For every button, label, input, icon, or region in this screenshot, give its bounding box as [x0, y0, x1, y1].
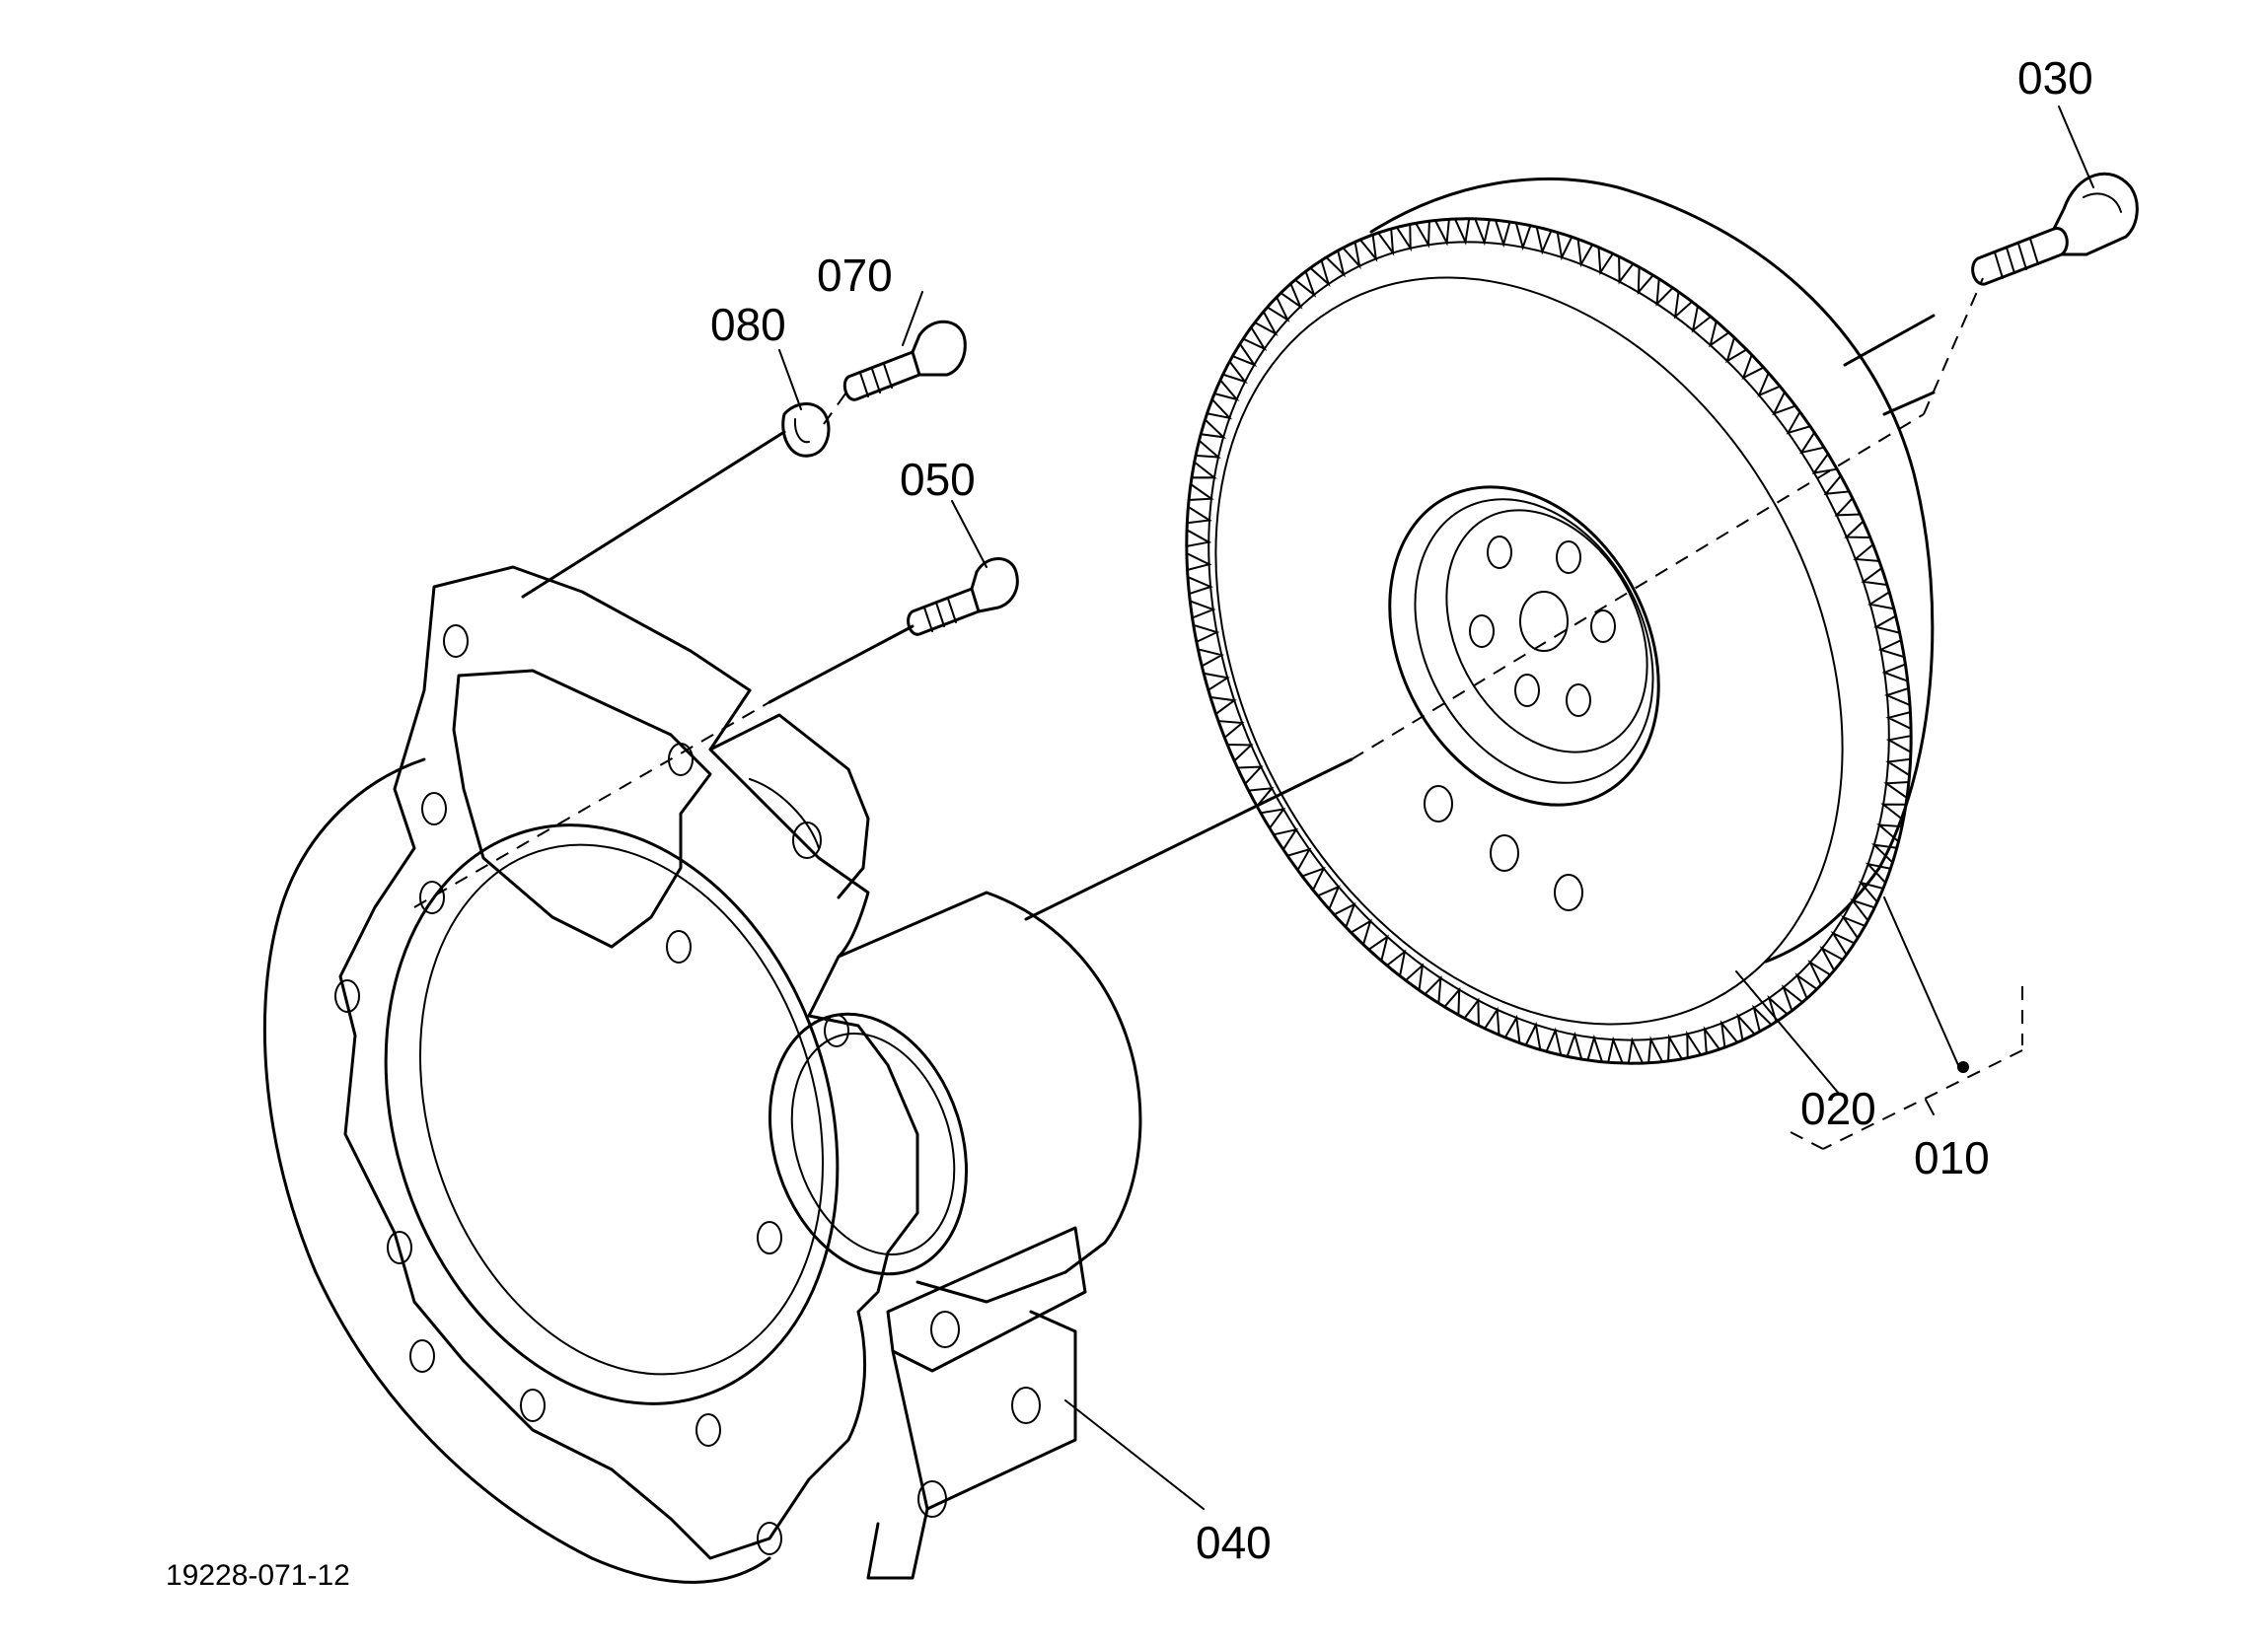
hub-recess-outer [1388, 485, 1660, 807]
flywheel-assembly [1024, 177, 1936, 1065]
callout-010: 010 [1914, 1132, 1990, 1183]
flywheel-mounting-holes [1424, 785, 1583, 911]
bolt-030-axis [1923, 277, 1984, 415]
figure-number: 19228-071-12 [166, 1559, 350, 1592]
housing-bolt-holes [334, 624, 1041, 1555]
ring-gear-outer [1185, 217, 1913, 1065]
callout-leaders [778, 106, 2094, 1510]
bolt-050[interactable] [907, 557, 1019, 636]
bolt-070-leader-line [521, 430, 786, 599]
hub-bolt-holes [1469, 536, 1616, 717]
bolt-070[interactable] [842, 320, 967, 401]
flywheel-housing[interactable] [262, 565, 1142, 1584]
callout-020: 020 [1800, 1083, 1876, 1134]
housing-dowel-axis [413, 701, 770, 908]
washer-080[interactable] [781, 402, 831, 458]
bolt-050-axis [768, 624, 915, 704]
starter-boss [837, 891, 1142, 1304]
callout-030: 030 [2017, 52, 2093, 104]
hub-recess-inner [1414, 498, 1654, 784]
housing-gasket-face [338, 565, 919, 1560]
ring-gear-root [1207, 241, 1890, 1041]
callout-040: 040 [1196, 1517, 1272, 1568]
flywheel-face [1214, 276, 1844, 1026]
housing-side-flange [708, 713, 870, 899]
callout-050: 050 [900, 454, 976, 505]
callout-080: 080 [710, 299, 786, 350]
flywheel-rim-back [1369, 177, 1935, 964]
housing-bell-outer [262, 757, 771, 1584]
starter-bore-inner [790, 1033, 956, 1255]
bolt-070-axis [823, 389, 849, 425]
bolt-030[interactable] [1971, 172, 2139, 286]
housing-upper-window [452, 669, 712, 949]
housing-lug-upper [886, 1226, 1087, 1373]
housing-lug-lower [891, 1310, 1077, 1511]
callout-070: 070 [817, 250, 893, 301]
starter-bore [768, 1012, 969, 1276]
housing-main-bore-inner [419, 843, 824, 1376]
hub-face [1445, 509, 1648, 753]
gear-teeth-outline [1185, 217, 1913, 1065]
gear-teeth [1185, 217, 1913, 1065]
